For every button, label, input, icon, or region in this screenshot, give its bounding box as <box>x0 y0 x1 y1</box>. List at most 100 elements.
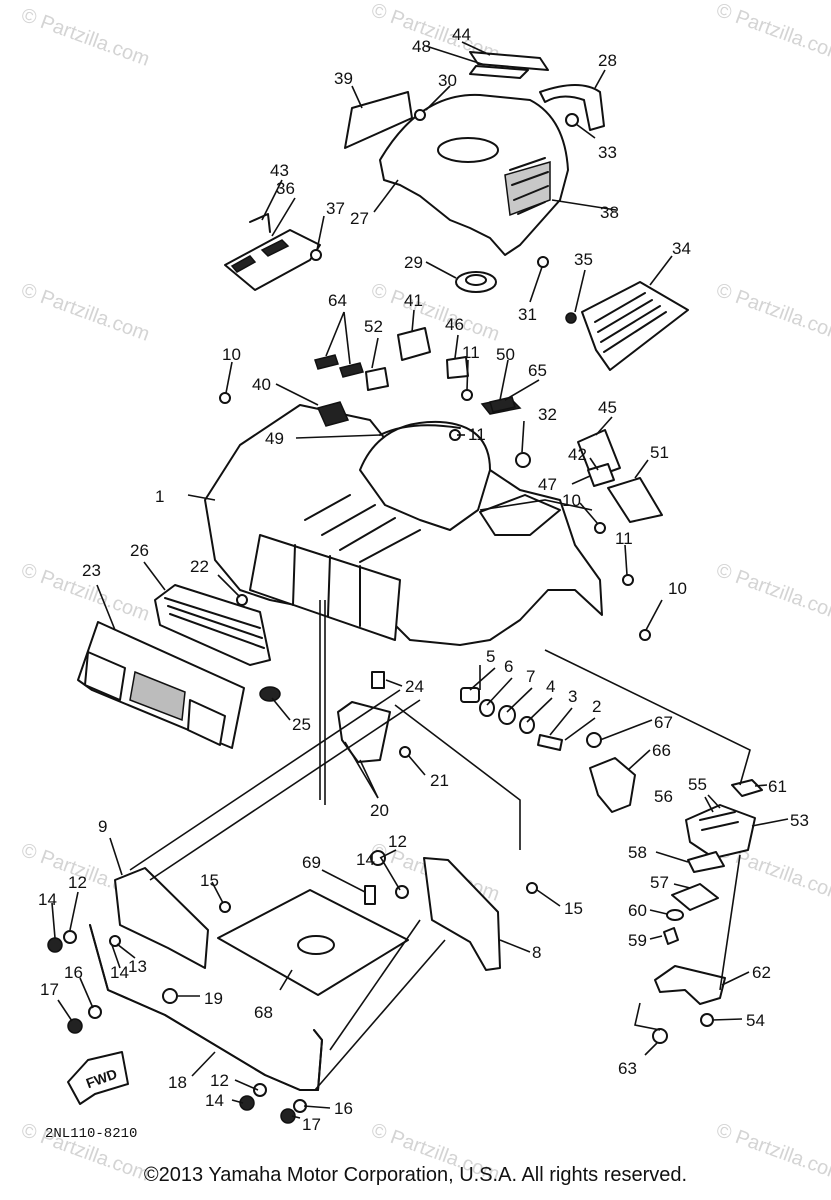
callout-label: 54 <box>746 1011 765 1030</box>
part-49-bezel <box>379 424 461 436</box>
callout-label: 26 <box>130 541 149 560</box>
callout-label: 10 <box>562 491 581 510</box>
callout-label: 12 <box>68 873 87 892</box>
part-53-detail <box>699 811 739 831</box>
callout-label: 27 <box>350 209 369 228</box>
part-10-bolt <box>639 629 651 641</box>
part-19-bolt <box>162 988 178 1004</box>
front-fender-opening-grid <box>292 544 361 627</box>
callout-label: 53 <box>790 811 809 830</box>
callout-label: 37 <box>326 199 345 218</box>
callout-label: 49 <box>265 429 284 448</box>
part-53-housing <box>685 804 756 859</box>
callout-labels: 1 2 3 4 5 6 7 8 9 10 10 10 11 11 11 12 1… <box>38 25 809 1134</box>
part-57-cover <box>671 883 719 911</box>
callout-label: 22 <box>190 557 209 576</box>
callout-label: 66 <box>652 741 671 760</box>
part-63-bolt <box>652 1028 668 1044</box>
part-59-screw <box>663 927 679 945</box>
copyright-notice: ©2013 Yamaha Motor Corporation, U.S.A. A… <box>143 1164 688 1186</box>
callout-label: 36 <box>276 179 295 198</box>
callout-label: 23 <box>82 561 101 580</box>
part-17-nut <box>67 1018 83 1034</box>
callout-label: 39 <box>334 69 353 88</box>
part-62-bracket <box>654 965 726 1005</box>
part-43-bracket <box>249 213 271 233</box>
part-12-washer <box>370 850 386 866</box>
callout-label: 56 <box>654 787 673 806</box>
part-30-bolt <box>414 109 426 121</box>
callout-label: 18 <box>168 1073 187 1092</box>
part-51-decal <box>607 477 663 523</box>
callout-label: 33 <box>598 143 617 162</box>
watermark: © Partzilla.com <box>713 559 831 626</box>
callout-label: 17 <box>302 1115 321 1134</box>
part-29-seal-inner <box>465 274 487 286</box>
callout-label: 62 <box>752 963 771 982</box>
callout-label: 7 <box>526 667 535 686</box>
part-34-panel <box>581 281 689 371</box>
callout-label: 8 <box>532 943 541 962</box>
part-22-bolt <box>236 594 248 606</box>
callout-label: 11 <box>462 343 480 362</box>
callout-label: 10 <box>222 345 241 364</box>
callout-label: 17 <box>40 980 59 999</box>
callout-label: 40 <box>252 375 271 394</box>
callout-label: 47 <box>538 475 557 494</box>
callout-label: 24 <box>405 677 424 696</box>
callout-label: 42 <box>568 445 587 464</box>
part-60-washer <box>666 909 684 921</box>
part-16-washer <box>88 1005 102 1019</box>
part-15-bolt <box>219 901 231 913</box>
part-23-lens-left <box>84 651 126 701</box>
part-15-bolt <box>526 882 538 894</box>
part-23-center <box>129 670 186 722</box>
front-fender-hood <box>359 420 491 531</box>
part-8-plate <box>423 857 501 971</box>
callout-label: 3 <box>568 687 577 706</box>
callout-label: 15 <box>200 871 219 890</box>
part-33-bolt <box>565 113 579 127</box>
part-28-strip <box>539 84 605 131</box>
callout-label: 34 <box>672 239 691 258</box>
callout-label: 4 <box>546 677 555 696</box>
callout-label: 60 <box>628 901 647 920</box>
leader-lines <box>51 41 789 1119</box>
callout-label: 14 <box>356 850 375 869</box>
callout-label: 57 <box>650 873 669 892</box>
part-10-bolt <box>219 392 231 404</box>
callout-label: 29 <box>404 253 423 272</box>
callout-label: 25 <box>292 715 311 734</box>
watermark: © Partzilla.com <box>713 279 831 346</box>
callout-label: 30 <box>438 71 457 90</box>
callout-label: 1 <box>155 487 164 506</box>
part-48-decal <box>469 65 529 79</box>
diagram-code: 2NL110-8210 <box>45 1126 137 1142</box>
callout-label: 44 <box>452 25 471 44</box>
part-35-grommet <box>565 312 577 324</box>
part-64-clip <box>339 362 364 378</box>
watermark: © Partzilla.com <box>18 279 152 346</box>
part-18-bar-inner <box>89 924 323 1091</box>
part-drawings <box>47 51 763 1124</box>
callout-label: 11 <box>615 529 633 548</box>
part-37-bolt <box>310 249 322 261</box>
part-64-clip <box>314 354 339 370</box>
part-12-washer <box>63 930 77 944</box>
part-68-floor <box>217 889 409 996</box>
callout-label: 13 <box>128 957 147 976</box>
callout-label: 19 <box>204 989 223 1008</box>
callout-label: 50 <box>496 345 515 364</box>
callout-label: 64 <box>328 291 347 310</box>
part-12-washer <box>253 1083 267 1097</box>
part-11-bolt <box>461 389 473 401</box>
callout-label: 52 <box>364 317 383 336</box>
part-9-plate <box>114 867 209 969</box>
callout-label: 16 <box>334 1099 353 1118</box>
forward-arrow: FWD <box>67 1051 129 1105</box>
callout-label: 21 <box>430 771 449 790</box>
callout-label: 69 <box>302 853 321 872</box>
part-21-screw <box>399 746 411 758</box>
watermark: © Partzilla.com <box>18 4 152 71</box>
